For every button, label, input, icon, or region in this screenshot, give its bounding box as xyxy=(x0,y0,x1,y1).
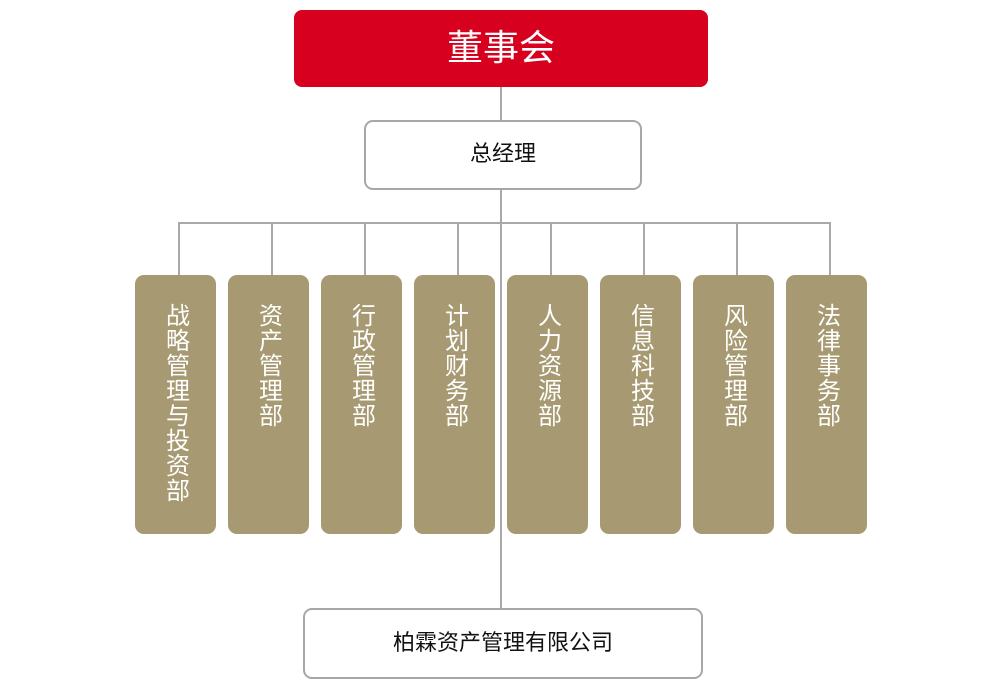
board-label: 董事会 xyxy=(446,27,555,69)
department-node-information-technology: 信息科技部 xyxy=(600,275,681,534)
department-label: 风险管理部 xyxy=(719,303,748,428)
department-label: 计划财务部 xyxy=(440,303,469,428)
connector-dept-2 xyxy=(271,222,273,275)
company-node: 柏霖资产管理有限公司 xyxy=(303,608,703,679)
department-label: 法律事务部 xyxy=(812,303,841,428)
department-node-risk-management: 风险管理部 xyxy=(693,275,774,534)
connector-dept-3 xyxy=(364,222,366,275)
department-node-administration: 行政管理部 xyxy=(321,275,402,534)
department-label: 战略管理与投资部 xyxy=(161,303,190,503)
department-node-strategy-investment: 战略管理与投资部 xyxy=(135,275,216,534)
department-label: 行政管理部 xyxy=(347,303,376,428)
general-manager-node: 总经理 xyxy=(364,120,642,190)
department-node-legal-affairs: 法律事务部 xyxy=(786,275,867,534)
company-label: 柏霖资产管理有限公司 xyxy=(392,630,613,656)
connector-board-to-gm xyxy=(500,87,502,120)
connector-department-bus xyxy=(178,222,829,224)
department-label: 资产管理部 xyxy=(254,303,283,428)
connector-dept-5 xyxy=(550,222,552,275)
connector-dept-6 xyxy=(643,222,645,275)
department-node-asset-management: 资产管理部 xyxy=(228,275,309,534)
department-node-planning-finance: 计划财务部 xyxy=(414,275,495,534)
department-node-human-resources: 人力资源部 xyxy=(507,275,588,534)
board-node: 董事会 xyxy=(294,10,708,87)
department-label: 信息科技部 xyxy=(626,303,655,428)
general-manager-label: 总经理 xyxy=(469,142,536,167)
connector-gm-to-company xyxy=(500,186,502,608)
department-label: 人力资源部 xyxy=(533,303,562,428)
connector-dept-1 xyxy=(178,222,180,275)
connector-dept-4 xyxy=(457,222,459,275)
connector-dept-7 xyxy=(736,222,738,275)
connector-dept-8 xyxy=(829,222,831,275)
